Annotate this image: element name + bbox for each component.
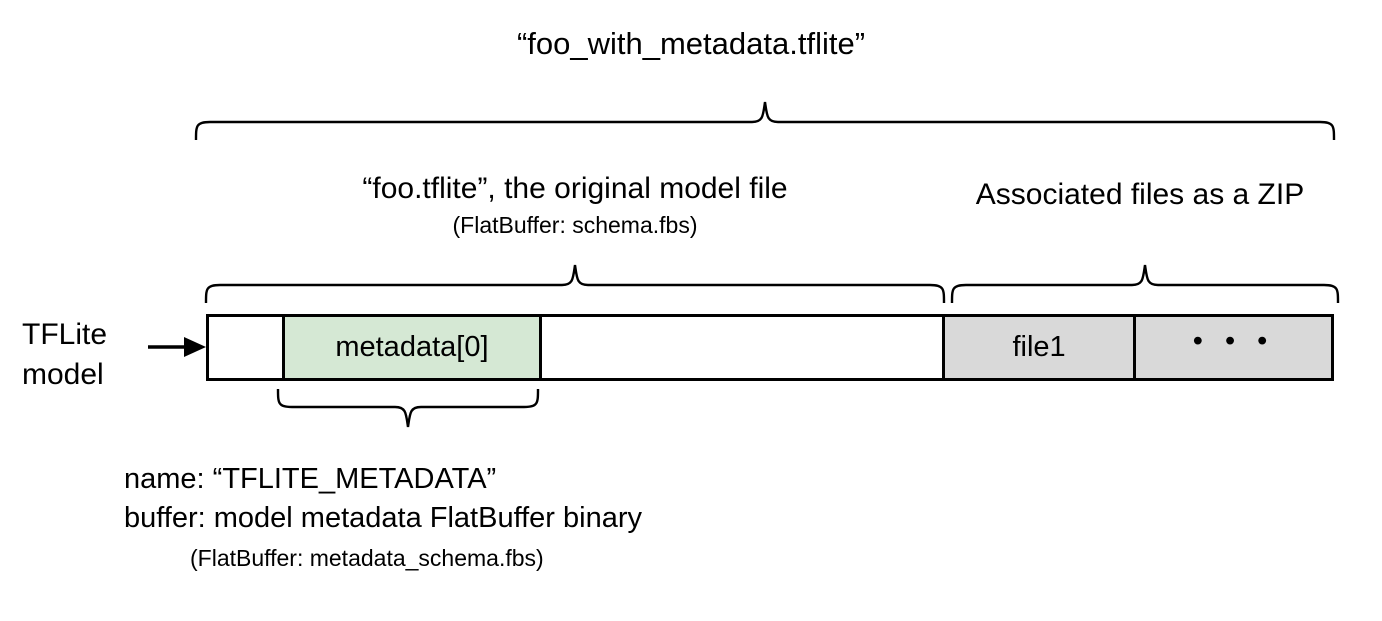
brace-zip-files: [950, 264, 1340, 304]
bar-cell-metadata: metadata[0]: [281, 317, 540, 378]
metadata-note: name: “TFLITE_METADATA” buffer: model met…: [124, 460, 884, 577]
metadata-note-name: name: “TFLITE_METADATA”: [124, 463, 497, 495]
brace-model-file: [204, 264, 946, 304]
arrow-right-icon: [148, 337, 206, 357]
ellipsis-dots: • • •: [1192, 325, 1275, 357]
brace-metadata-cell: [276, 388, 540, 428]
brace-whole-file: [194, 101, 1336, 141]
metadata-note-schema: (FlatBuffer: metadata_schema.fbs): [190, 545, 544, 572]
whole-file-title: “foo_with_metadata.tflite”: [516, 26, 866, 61]
bar-cell-head: [209, 317, 282, 378]
model-file-title: “foo.tflite”, the original model file: [362, 172, 788, 205]
metadata-note-buffer: buffer: model metadata FlatBuffer binary: [124, 502, 642, 535]
model-file-subtitle: (FlatBuffer: schema.fbs): [452, 212, 698, 238]
tflite-model-label-line2: model: [22, 357, 104, 391]
tflite-model-bar: metadata[0] file1 • • •: [206, 314, 1334, 381]
tflite-model-label-line1: TFLite: [22, 318, 108, 351]
tflite-model-label: TFLite model: [22, 315, 142, 395]
bar-cell-model-body: [539, 317, 943, 378]
bar-cell-file1: file1: [942, 317, 1134, 378]
bar-cell-more-files: • • •: [1133, 317, 1332, 378]
zip-section-title: Associated files as a ZIP: [975, 178, 1305, 211]
